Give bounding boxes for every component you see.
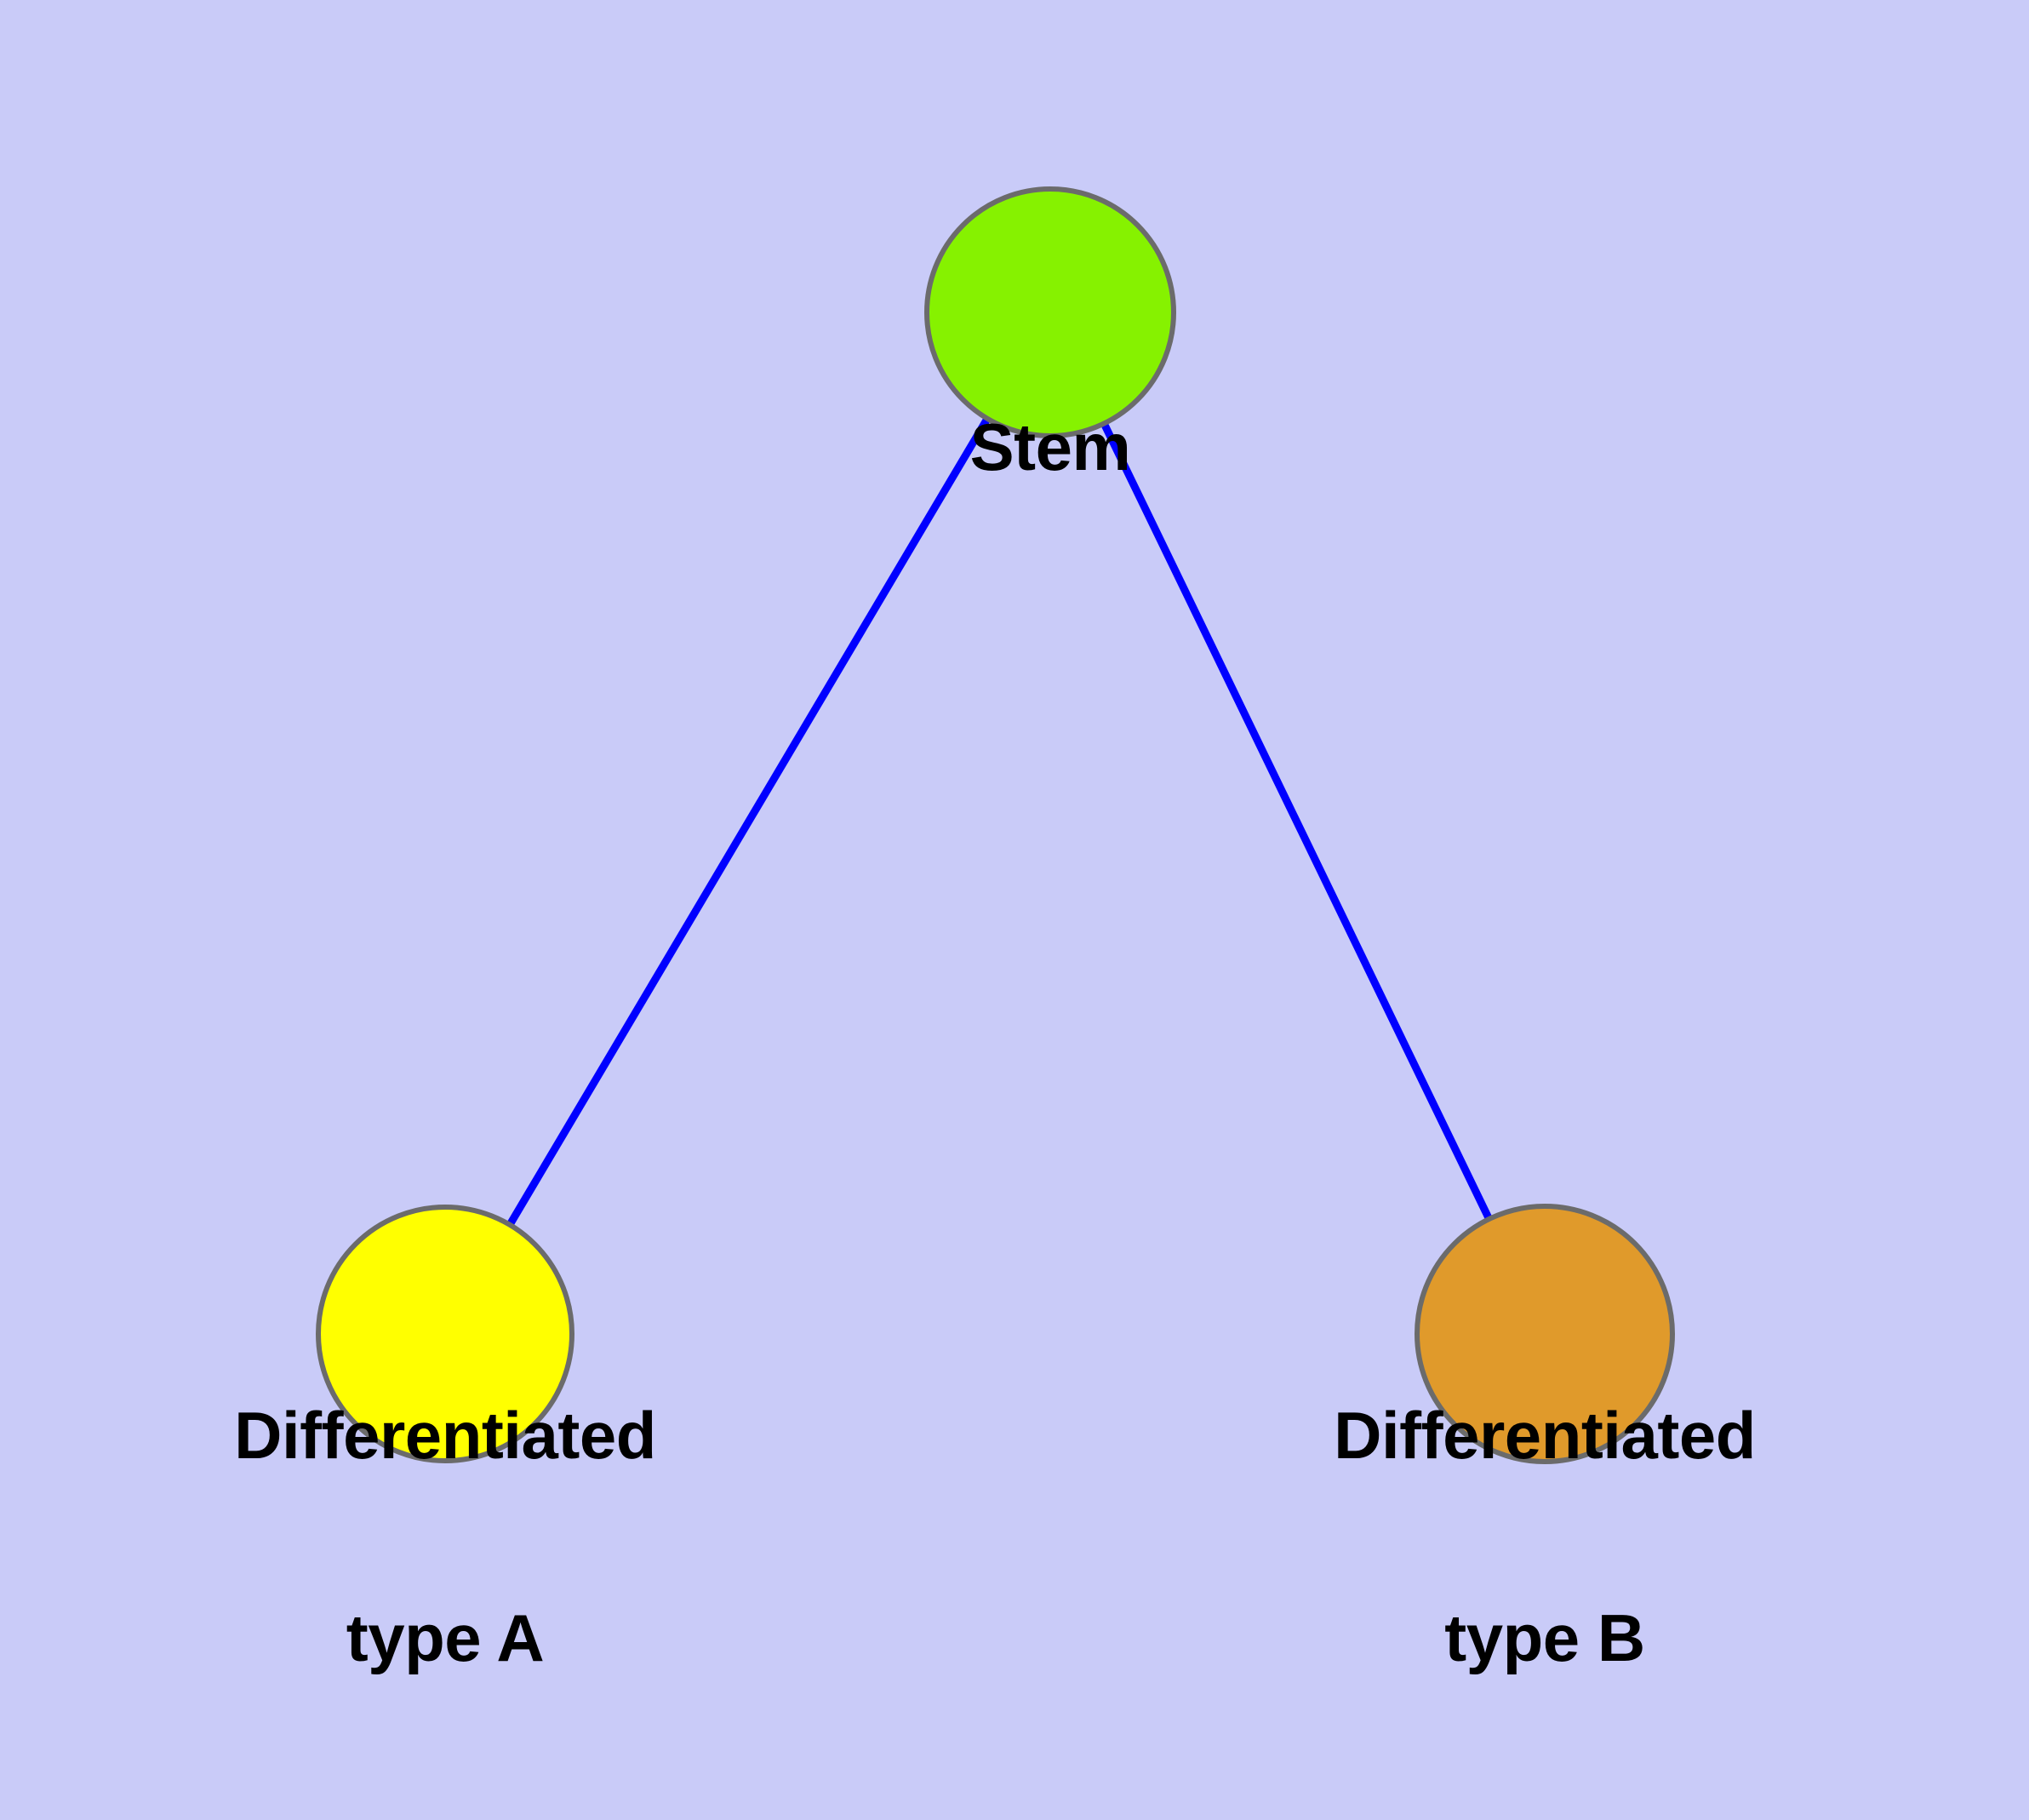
node-group (316, 186, 1675, 1464)
node-differentiated-type-b[interactable] (1415, 1204, 1675, 1464)
edge-group (442, 310, 1549, 1336)
edge-stem-to-differentiated-a[interactable] (442, 310, 1054, 1336)
node-differentiated-type-a[interactable] (316, 1205, 574, 1463)
node-stem[interactable] (924, 186, 1176, 438)
edge-stem-to-differentiated-b[interactable] (1046, 311, 1549, 1336)
